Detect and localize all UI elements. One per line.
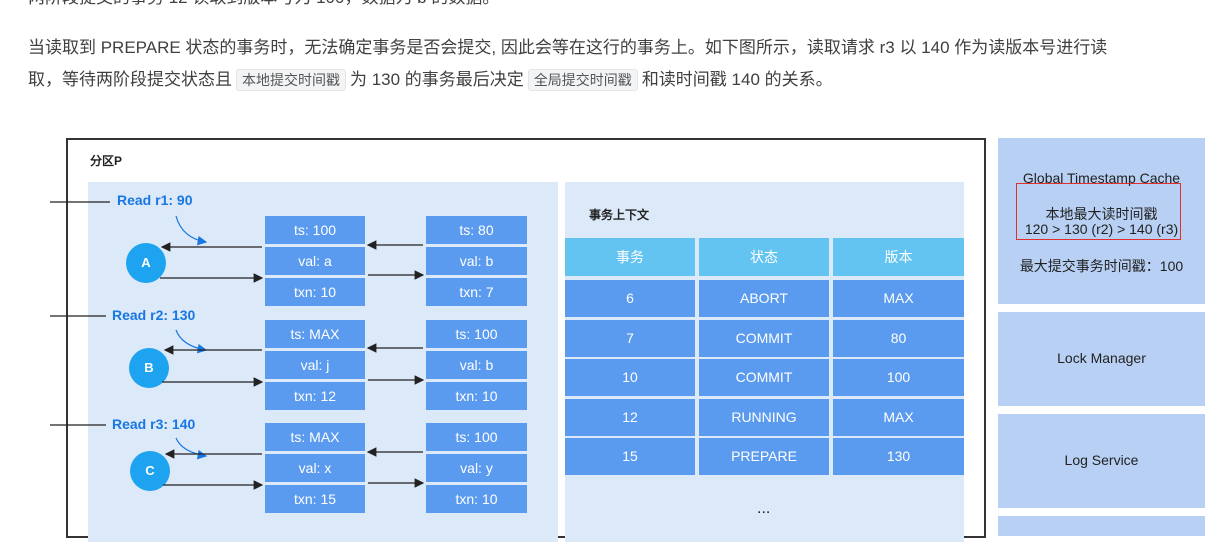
table-cell: COMMIT <box>699 359 829 396</box>
local-max-read-ts-value: 120 > 130 (r2) > 140 (r3) <box>1024 221 1179 237</box>
cache-title: Global Timestamp Cache <box>1022 170 1181 186</box>
version-txn: txn: 10 <box>426 382 527 410</box>
table-header-txn: 事务 <box>565 238 695 276</box>
local-max-read-ts-label: 本地最大读时间戳 <box>1045 206 1158 222</box>
table-cell: 100 <box>833 359 964 396</box>
mvcc-figure: 分区P 事务上下文 事务 状态 版本 6 ABORT MAX 7 COMMIT … <box>0 110 1215 542</box>
table-cell: ABORT <box>699 280 829 317</box>
table-cell: 80 <box>833 320 964 357</box>
highlight-box <box>1016 183 1181 240</box>
version-ts: ts: MAX <box>265 423 365 451</box>
version-txn: txn: 12 <box>265 382 365 410</box>
table-cell: 12 <box>565 399 695 436</box>
version-val: val: x <box>265 454 365 482</box>
timestamp-cache-block: Global Timestamp Cache 本地最大读时间戳 120 > 13… <box>998 138 1205 304</box>
log-service-block: Log Service <box>998 414 1205 508</box>
context-title: 事务上下文 <box>589 208 650 222</box>
table-cell: COMMIT <box>699 320 829 357</box>
inline-code-global-commit-ts: 全局提交时间戳 <box>527 69 638 91</box>
table-header-status: 状态 <box>699 238 829 276</box>
version-val: val: j <box>265 351 365 379</box>
table-cell: 130 <box>833 438 964 475</box>
read-label-r1: Read r1: 90 <box>117 192 193 208</box>
table-cell: 6 <box>565 280 695 317</box>
transaction-context-panel: 事务上下文 事务 状态 版本 6 ABORT MAX 7 COMMIT 80 1… <box>565 182 964 542</box>
table-cell: 15 <box>565 438 695 475</box>
version-txn: txn: 7 <box>426 278 527 306</box>
side-block-partial <box>998 516 1205 536</box>
table-header-version: 版本 <box>833 238 964 276</box>
version-ts: ts: 80 <box>426 216 527 244</box>
version-txn: txn: 10 <box>265 278 365 306</box>
inline-code-local-commit-ts: 本地提交时间戳 <box>236 69 346 91</box>
version-ts: ts: 100 <box>426 423 527 451</box>
lock-manager-label: Lock Manager <box>1057 350 1146 366</box>
node-a: A <box>126 243 166 283</box>
partial-paragraph: 两阶段提交的事务 12 读取到版本号为 100，数据为 b 的数据。 <box>28 0 499 14</box>
paragraph-line-2c: 和读时间戳 140 的关系。 <box>641 70 833 89</box>
lock-manager-block: Lock Manager <box>998 312 1205 406</box>
version-ts: ts: MAX <box>265 320 365 348</box>
more-ellipsis: ... <box>757 500 771 517</box>
arrows-overlay <box>50 201 425 490</box>
version-val: val: a <box>265 247 365 275</box>
version-val: val: y <box>426 454 527 482</box>
paragraph-line-1: 当读取到 PREPARE 状态的事务时，无法确定事务是否会提交, 因此会等在这行… <box>28 38 1108 57</box>
paragraph-line-2b: 为 130 的事务最后决定 <box>350 70 524 89</box>
paragraph: 当读取到 PREPARE 状态的事务时，无法确定事务是否会提交, 因此会等在这行… <box>28 32 1107 96</box>
read-label-r2: Read r2: 130 <box>112 307 196 323</box>
node-b: B <box>129 348 169 388</box>
read-label-r3: Read r3: 140 <box>112 416 196 432</box>
version-val: val: b <box>426 247 527 275</box>
version-ts: ts: 100 <box>426 320 527 348</box>
node-c: C <box>130 451 170 491</box>
table-cell: 7 <box>565 320 695 357</box>
log-service-label: Log Service <box>1064 452 1139 468</box>
table-cell: RUNNING <box>699 399 829 436</box>
max-commit-ts: 最大提交事务时间戳：100 <box>1019 258 1184 274</box>
version-ts: ts: 100 <box>265 216 365 244</box>
version-val: val: b <box>426 351 527 379</box>
table-cell: MAX <box>833 399 964 436</box>
partition-label: 分区P <box>90 154 123 168</box>
version-txn: txn: 15 <box>265 485 365 513</box>
version-txn: txn: 10 <box>426 485 527 513</box>
table-cell: MAX <box>833 280 964 317</box>
table-cell: 10 <box>565 359 695 396</box>
table-cell: PREPARE <box>699 438 829 475</box>
paragraph-line-2a: 取，等待两阶段提交状态且 <box>28 70 232 89</box>
